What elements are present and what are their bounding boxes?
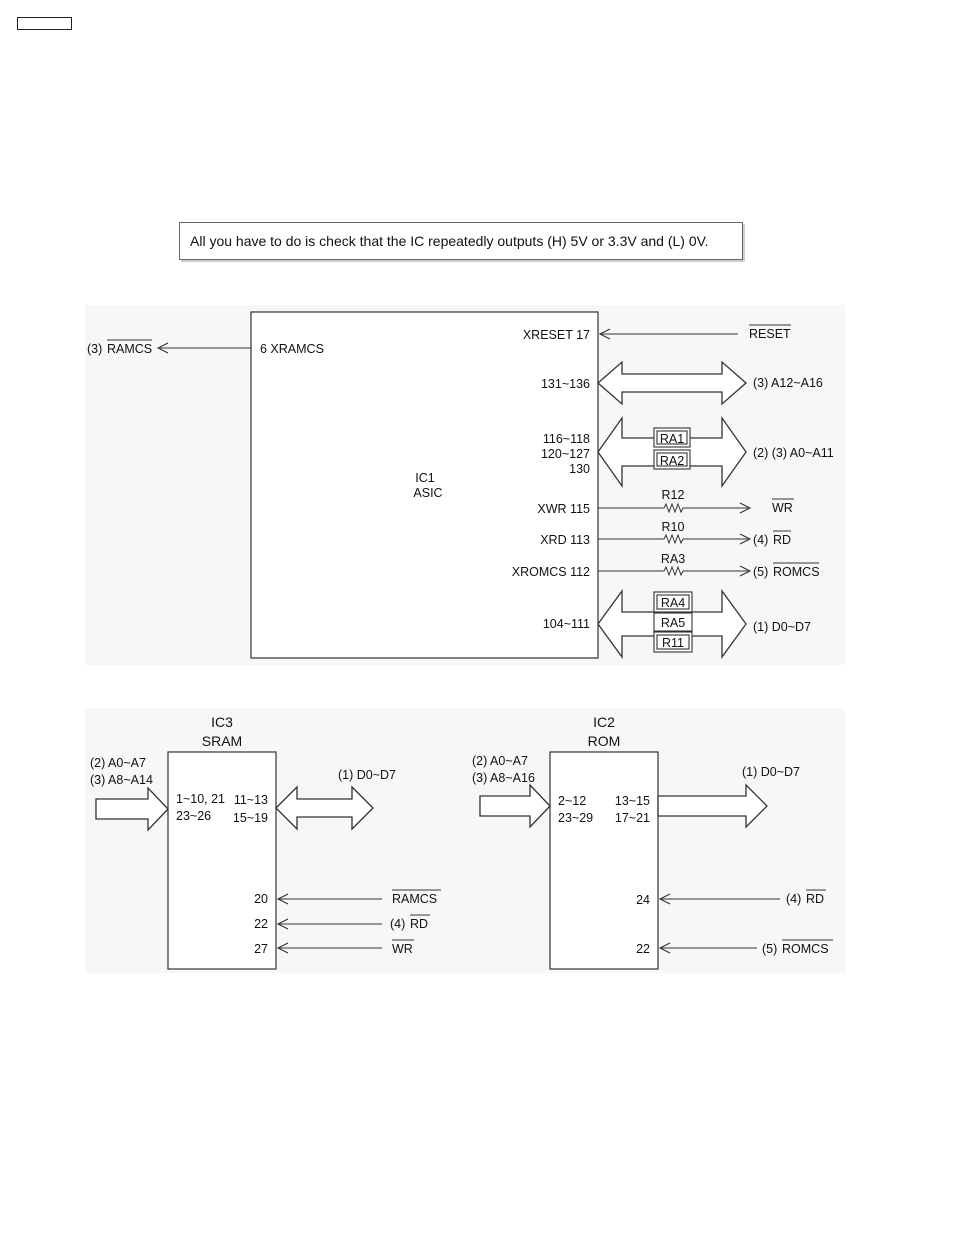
ic3-ramcs-arrowhead	[276, 893, 289, 905]
ext-romcs-prefix: (5)	[753, 565, 768, 579]
ic3-pin-22: 22	[254, 917, 268, 931]
ext-rd-signal: RD	[773, 533, 791, 547]
ic3-chip	[167, 751, 277, 970]
ra1-resistor-inner	[656, 430, 688, 445]
ic3-wr-arrowhead	[276, 942, 289, 954]
bus-a12-a16	[597, 360, 747, 406]
ic2-ext-d: (1) D0~D7	[742, 765, 800, 779]
ic2-pins-a-1: 2~12	[558, 794, 586, 808]
ic2-data-arrow	[657, 783, 768, 829]
reset-arrowhead	[598, 328, 611, 340]
ext-d0-d7: (1) D0~D7	[753, 620, 811, 634]
ic2-chip	[549, 751, 659, 970]
ra2-resistor-inner	[656, 452, 688, 467]
r10-label: R10	[662, 520, 685, 534]
pins-a0-3: 130	[569, 462, 590, 476]
ic3-pin-27: 27	[254, 942, 268, 956]
r12-zigzag	[663, 502, 684, 514]
ic3-address-arrow	[95, 786, 169, 832]
ic3-sig-ramcs: RAMCS	[392, 892, 437, 906]
ra1-label: RA1	[660, 432, 684, 446]
ic3-rd-arrowhead	[276, 918, 289, 930]
ra5-resistor	[653, 612, 693, 632]
ic1-chip	[250, 311, 599, 659]
ic3-sig-rd-prefix: (4)	[390, 917, 405, 931]
romcs-arrowhead	[739, 565, 752, 577]
rd-arrowhead	[739, 533, 752, 545]
ic2-sig-rd-prefix: (4)	[786, 892, 801, 906]
ic3-type: SRAM	[202, 733, 242, 749]
pin-xwr: XWR 115	[537, 502, 590, 516]
ext-reset-signal: RESET	[749, 327, 791, 341]
ic3-pins-a-1: 1~10, 21	[176, 792, 225, 806]
pins-d0-d7: 104~111	[543, 617, 590, 631]
ext-a12-a16: (3) A12~A16	[753, 376, 823, 390]
wr-arrowhead	[739, 502, 752, 514]
ic2-pins-a-2: 23~29	[558, 811, 593, 825]
ic3-pins-d-1: 11~13	[234, 793, 268, 807]
ic2-sig-rd: RD	[806, 892, 824, 906]
ic2-pin-22: 22	[636, 942, 650, 956]
ic3-input-label-2: (3) A8~A14	[90, 773, 153, 787]
r11-resistor-inner	[656, 634, 690, 650]
ic2-pins-d-1: 13~15	[615, 794, 650, 808]
ic2-romcs-arrowhead	[658, 942, 671, 954]
ic3-name: IC3	[211, 714, 233, 730]
page-tab	[17, 17, 72, 30]
ext-ramcs-prefix: (3)	[87, 342, 102, 356]
ic1-type: ASIC	[413, 486, 442, 500]
ic3-sig-wr: WR	[392, 942, 413, 956]
ic2-rd-arrowhead	[658, 893, 671, 905]
pin-xreset: XRESET 17	[523, 328, 590, 342]
ra4-resistor-inner	[656, 594, 690, 610]
ic3-data-bus	[275, 785, 374, 831]
ic2-name: IC2	[593, 714, 615, 730]
ra4-label: RA4	[661, 596, 685, 610]
ic2-input-label-1: (2) A0~A7	[472, 754, 528, 768]
ic3-pins-a-2: 23~26	[176, 809, 211, 823]
ext-wr-signal: WR	[772, 501, 793, 515]
ext-ramcs-signal: RAMCS	[107, 342, 152, 356]
pin-xrd: XRD 113	[540, 533, 590, 547]
ic3-input-label-1: (2) A0~A7	[90, 756, 146, 770]
pins-a12-a16: 131~136	[541, 377, 590, 391]
ic3-sig-rd: RD	[410, 917, 428, 931]
ic2-pins-d-2: 17~21	[615, 811, 650, 825]
ic1-name: IC1	[415, 471, 435, 485]
ic2-address-arrow	[479, 783, 551, 829]
r10-zigzag	[663, 533, 684, 545]
ext-rd-prefix: (4)	[753, 533, 768, 547]
ra3-zigzag	[663, 565, 684, 577]
ext-romcs-signal: ROMCS	[773, 565, 820, 579]
ic2-sig-romcs: ROMCS	[782, 942, 829, 956]
ic2-type: ROM	[588, 733, 621, 749]
pins-a0-1: 116~118	[543, 432, 590, 446]
pin-xromcs: XROMCS 112	[512, 565, 590, 579]
ic2-input-label-2: (3) A8~A16	[472, 771, 535, 785]
r11-label: R11	[662, 636, 684, 650]
ra5-label: RA5	[661, 616, 685, 630]
ramcs-arrowhead	[156, 342, 169, 354]
pin-xramcs: 6 XRAMCS	[260, 342, 324, 356]
ic2-sig-romcs-prefix: (5)	[762, 942, 777, 956]
ext-a0-a11: (2) (3) A0~A11	[753, 446, 834, 460]
ra3-label: RA3	[661, 552, 685, 566]
ic2-pin-24: 24	[636, 893, 650, 907]
pins-a0-2: 120~127	[541, 447, 590, 461]
ic3-pin-20: 20	[254, 892, 268, 906]
ic3-ext-d: (1) D0~D7	[338, 768, 396, 782]
r12-label: R12	[662, 488, 685, 502]
instruction-note: All you have to do is check that the IC …	[179, 222, 743, 260]
ic3-pins-d-2: 15~19	[233, 811, 268, 825]
ra2-label: RA2	[660, 454, 684, 468]
